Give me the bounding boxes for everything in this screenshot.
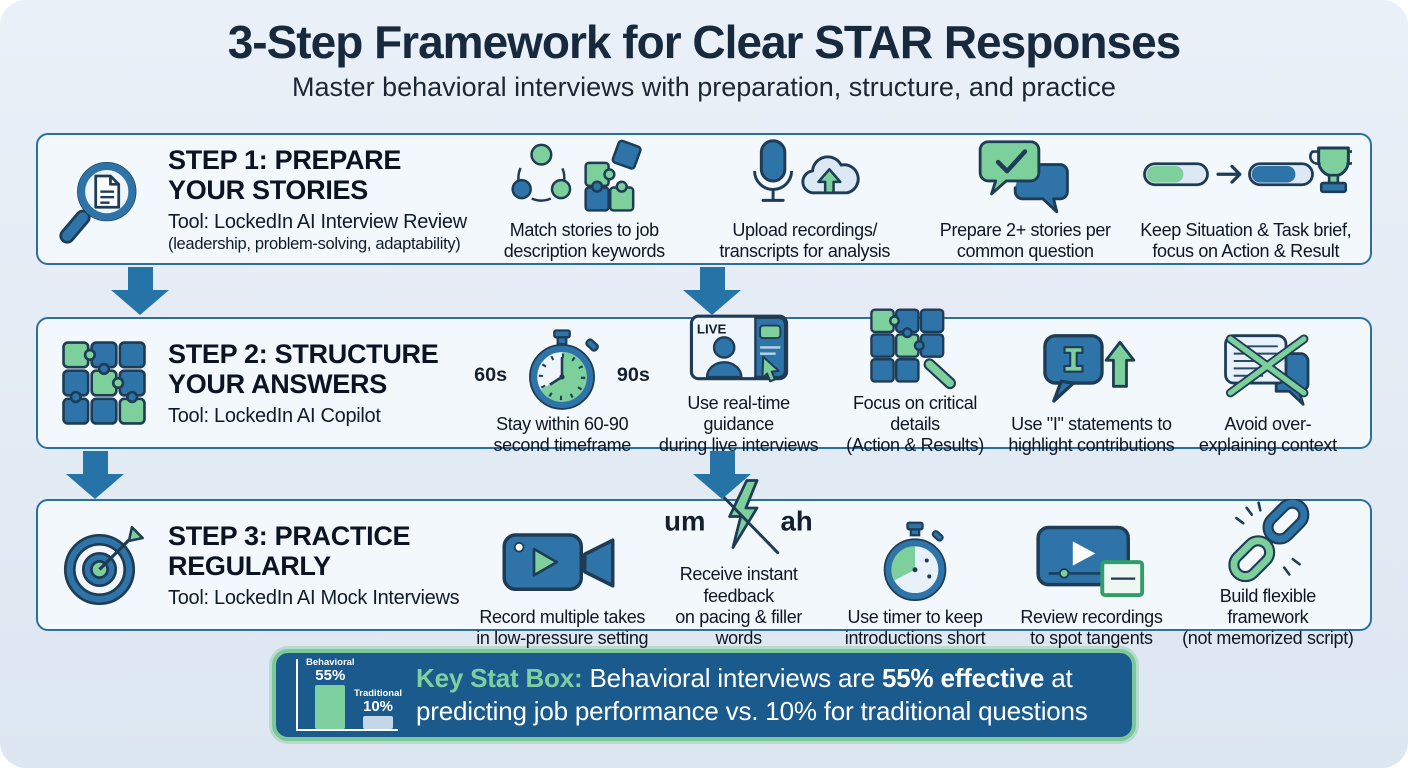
stat-segment-bold: 55% effective bbox=[882, 663, 1045, 694]
svg-text:60s: 60s bbox=[474, 364, 507, 386]
item-caption: Upload recordings/ transcripts for analy… bbox=[719, 219, 891, 261]
chain-link-icon bbox=[1221, 498, 1315, 582]
step-item: um ah Receive instant feedback on pacing… bbox=[650, 479, 826, 649]
puzzle-magnifier-icon bbox=[868, 308, 962, 390]
step-3-items: Record multiple takes in low-pressure se… bbox=[474, 479, 1356, 650]
bar-value-label: 10% bbox=[363, 697, 394, 715]
step-3-box: STEP 3: PRACTICE REGULARLY Tool: LockedI… bbox=[36, 479, 1372, 648]
svg-text:90s: 90s bbox=[617, 364, 650, 386]
step-item: 60s 90s Stay within 60-90 seco bbox=[471, 329, 653, 456]
stat-label: Key Stat Box: bbox=[416, 663, 583, 694]
item-caption: Use timer to keep introductions short bbox=[844, 606, 986, 649]
step-2-title: STEP 2: STRUCTURE YOUR ANSWERS bbox=[168, 339, 439, 400]
page-title: 3-Step Framework for Clear STAR Response… bbox=[227, 16, 1182, 68]
down-arrow-icon bbox=[66, 451, 124, 500]
item-caption: Record multiple takes in low-pressure se… bbox=[476, 606, 649, 649]
bar bbox=[315, 685, 346, 730]
svg-text:LIVE: LIVE bbox=[696, 321, 726, 336]
step-2-tool: Tool: LockedIn AI Copilot bbox=[168, 404, 381, 427]
progress-trophy-icon bbox=[1140, 137, 1352, 215]
page-subtitle: Master behavioral interviews with prepar… bbox=[292, 72, 1116, 103]
item-caption: Use real-time guidance during live inter… bbox=[658, 392, 819, 456]
step-item: Match stories to job description keyword… bbox=[474, 137, 695, 262]
stopwatch-60-90-icon: 60s 90s bbox=[471, 329, 653, 411]
item-caption: Focus on critical details (Action & Resu… bbox=[846, 392, 984, 456]
item-caption: Match stories to job description keyword… bbox=[503, 219, 665, 261]
bar-traditional: Traditional 10% bbox=[354, 688, 402, 730]
step-2-box: STEP 2: STRUCTURE YOUR ANSWERS Tool: Loc… bbox=[36, 308, 1372, 455]
item-caption: Prepare 2+ stories per common question bbox=[939, 219, 1111, 261]
step-1-head: STEP 1: PREPARE YOUR STORIES Tool: Locke… bbox=[154, 145, 474, 253]
item-caption: Avoid over- explaining context bbox=[1198, 414, 1337, 456]
magnifier-document-icon bbox=[54, 153, 154, 245]
step-item: Prepare 2+ stories per common question bbox=[915, 137, 1136, 262]
step-item: Avoid over- explaining context bbox=[1180, 331, 1356, 456]
mini-bar-chart: Behavioral 55% Traditional 10% bbox=[296, 657, 402, 732]
item-caption: Review recordings to spot tangents bbox=[1020, 606, 1163, 649]
down-arrow-icon bbox=[683, 267, 741, 316]
step-2-head: STEP 2: STRUCTURE YOUR ANSWERS Tool: Loc… bbox=[154, 339, 474, 427]
step-2-items: 60s 90s Stay within 60-90 seco bbox=[471, 308, 1356, 457]
chat-check-icon bbox=[972, 137, 1078, 215]
live-guidance-icon: LIVE bbox=[688, 310, 790, 388]
key-stat-box: Behavioral 55% Traditional 10% Key Stat … bbox=[272, 649, 1136, 742]
crossed-chat-icon bbox=[1219, 331, 1317, 409]
step-3-tool: Tool: LockedIn AI Mock Interviews bbox=[168, 586, 460, 609]
svg-text:ah: ah bbox=[780, 506, 812, 537]
bar-category-label: Behavioral bbox=[306, 656, 355, 668]
step-1-box: STEP 1: PREPARE YOUR STORIES Tool: Locke… bbox=[36, 133, 1372, 266]
step-1-tool: Tool: LockedIn AI Interview Review bbox=[168, 210, 467, 233]
item-caption: Receive instant feedback on pacing & fil… bbox=[675, 564, 802, 649]
video-camera-icon bbox=[500, 524, 624, 602]
step-1-items: Match stories to job description keyword… bbox=[474, 137, 1356, 262]
bar-behavioral: Behavioral 55% bbox=[306, 657, 355, 730]
step-3-head: STEP 3: PRACTICE REGULARLY Tool: LockedI… bbox=[154, 521, 474, 609]
stat-segment: at predicting job performance vs. 10% fo… bbox=[416, 663, 1088, 727]
step-item: LIVE Use real-time guidance during live … bbox=[650, 310, 826, 457]
flow-gap-2 bbox=[0, 449, 1408, 500]
step-3-title: STEP 3: PRACTICE REGULARLY bbox=[168, 521, 411, 582]
bar bbox=[363, 716, 394, 730]
down-arrow-icon bbox=[111, 267, 169, 316]
mic-cloud-upload-icon bbox=[736, 137, 874, 215]
svg-text:um: um bbox=[664, 506, 705, 537]
bar-category-label: Traditional bbox=[354, 687, 403, 699]
i-statement-icon bbox=[1040, 331, 1142, 409]
item-caption: Build flexible framework (not memorized … bbox=[1182, 585, 1354, 649]
step-item: Use "I" statements to highlight contribu… bbox=[1003, 331, 1179, 456]
target-arrow-icon bbox=[54, 520, 154, 610]
down-arrow-icon bbox=[693, 451, 751, 500]
step-item: Upload recordings/ transcripts for analy… bbox=[695, 137, 916, 262]
step-item: Use timer to keep introductions short bbox=[827, 521, 1003, 649]
stat-text: Key Stat Box: Behavioral interviews are … bbox=[416, 662, 1112, 729]
bar-value-label: 55% bbox=[315, 666, 346, 684]
step-item: Focus on critical details (Action & Resu… bbox=[827, 308, 1003, 457]
item-caption: Stay within 60-90 second timeframe bbox=[493, 414, 631, 456]
header: 3-Step Framework for Clear STAR Response… bbox=[0, 18, 1408, 103]
team-puzzle-icon bbox=[509, 137, 659, 215]
item-caption: Use "I" statements to highlight contribu… bbox=[1008, 414, 1175, 456]
step-1-note: (leadership, problem-solving, adaptabili… bbox=[168, 234, 461, 253]
step-1-title: STEP 1: PREPARE YOUR STORIES bbox=[168, 145, 402, 206]
step-item: Build flexible framework (not memorized … bbox=[1180, 498, 1356, 650]
item-caption: Keep Situation & Task brief, focus on Ac… bbox=[1140, 219, 1352, 261]
step-item: Review recordings to spot tangents bbox=[1003, 524, 1179, 649]
stat-segment: Behavioral interviews are bbox=[589, 663, 875, 694]
puzzle-grid-icon bbox=[54, 339, 154, 427]
step-item: Keep Situation & Task brief, focus on Ac… bbox=[1136, 137, 1357, 262]
flow-gap-1 bbox=[0, 265, 1408, 317]
review-player-icon bbox=[1034, 524, 1148, 602]
timer-icon bbox=[877, 521, 953, 602]
step-item: Record multiple takes in low-pressure se… bbox=[474, 524, 650, 649]
